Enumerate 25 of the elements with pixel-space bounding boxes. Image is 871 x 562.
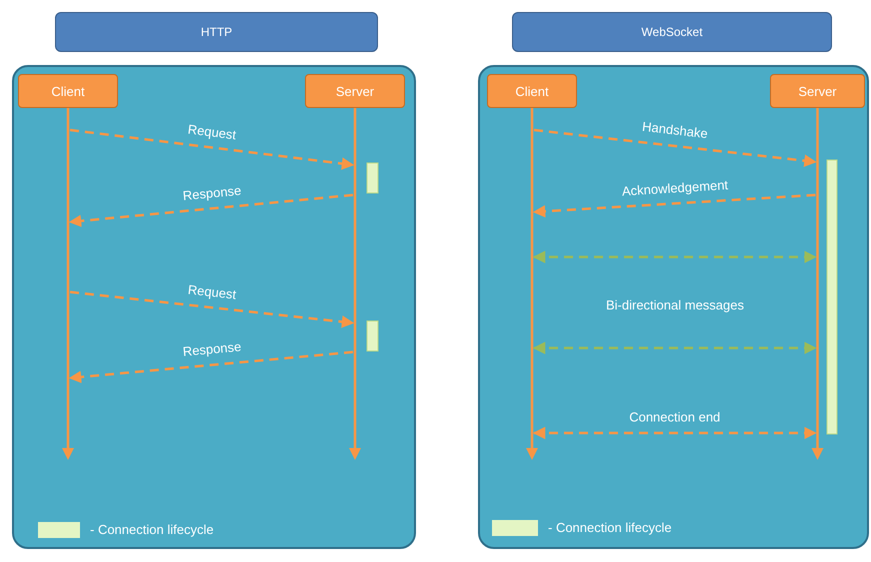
message-arrow	[532, 426, 817, 440]
edge-label: Response	[182, 338, 242, 360]
edge-label: Handshake	[641, 118, 708, 142]
edge-label: Request	[186, 121, 236, 142]
message-label: Bi-directional messages	[606, 298, 744, 312]
message-arrow	[532, 342, 817, 354]
edge-label: Connection end	[629, 410, 720, 424]
edge-label: Response	[182, 182, 242, 203]
message-arrow	[70, 128, 354, 170]
participant-box: Client	[18, 74, 118, 108]
participant-box: Server	[770, 74, 865, 108]
title-bar: HTTP	[55, 12, 378, 52]
message-arrow	[70, 290, 354, 328]
title-bar: WebSocket	[512, 12, 832, 52]
message-arrow	[532, 250, 817, 264]
edge-label: Request	[186, 281, 236, 302]
legend-label: - Connection lifecycle	[90, 522, 214, 537]
legend-label: - Connection lifecycle	[548, 520, 672, 535]
message-arrow	[68, 350, 354, 384]
participant-box: Client	[487, 74, 577, 108]
message-arrow	[534, 128, 817, 167]
message-arrow	[68, 194, 354, 228]
participant-box: Server	[305, 74, 405, 108]
edge-label: Acknowledgement	[621, 176, 728, 198]
message-arrow	[532, 194, 816, 218]
